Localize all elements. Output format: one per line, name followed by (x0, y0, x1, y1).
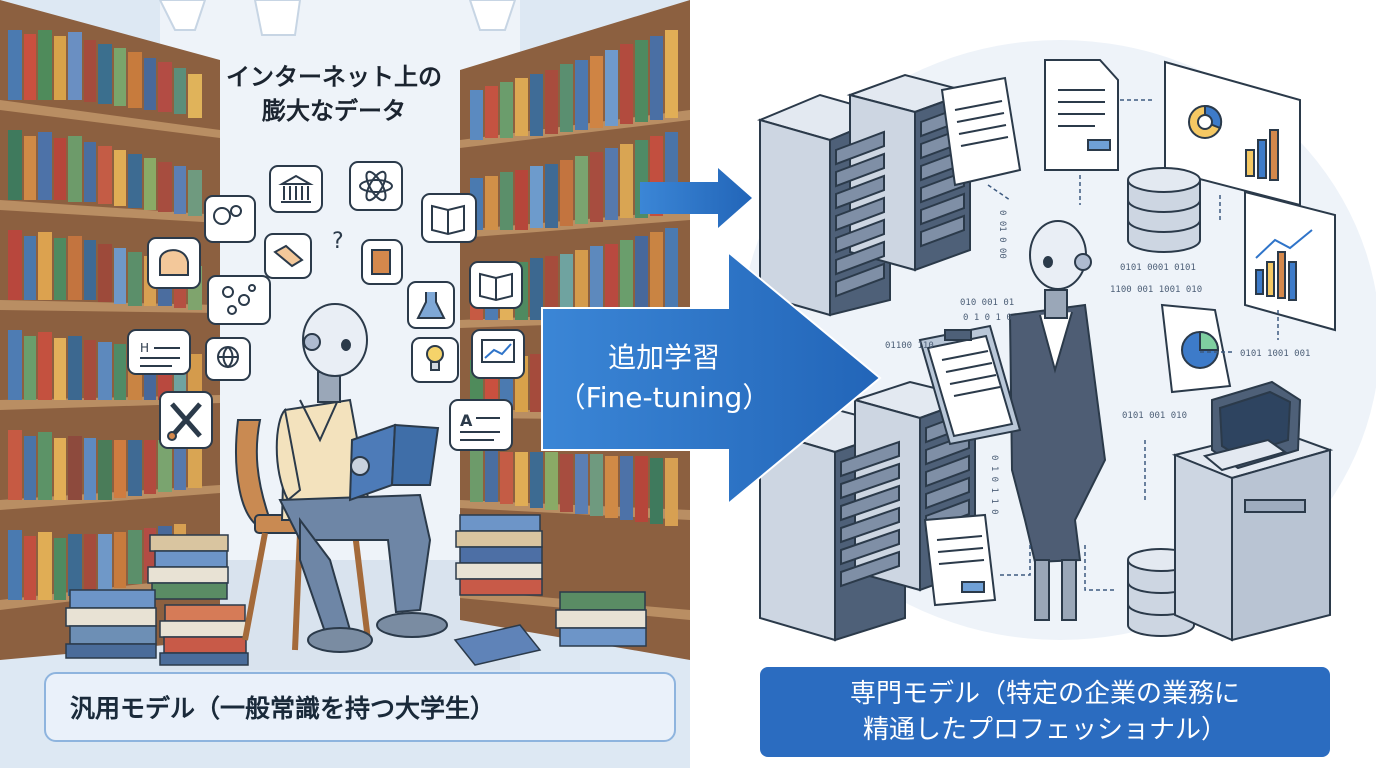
fine-tuning-label-ja: 追加学習 (607, 341, 720, 374)
bubble-lightbulb (411, 337, 459, 383)
binary-streams: 0 01 0 00 010 001 01 0 1 0 1 0 01100 110… (885, 210, 1310, 515)
binary-text-4: 01100 110 (885, 341, 934, 351)
pie-chart-icon (1160, 303, 1232, 394)
heading-internet-data: インターネット上の 膨大なデータ (164, 60, 504, 128)
bubble-book (421, 193, 477, 243)
bubble-gears (204, 195, 256, 243)
caption-specialized-line-2: 精通したプロフェッショナル） (862, 715, 1227, 745)
bubble-a-text: A (449, 399, 513, 451)
question-icon: ? (332, 229, 344, 254)
robot-student (275, 303, 448, 653)
open-book (348, 423, 440, 502)
document-icon (940, 76, 1022, 187)
bubble-tools (159, 391, 213, 449)
binary-text-6: 1100 001 1001 010 (1110, 285, 1202, 295)
small-arrow (640, 168, 752, 228)
bubble-molecule (207, 275, 271, 325)
fine-tuning-label: 追加学習 （Fine-tuning） (548, 338, 780, 418)
bubble-notebook (361, 239, 403, 285)
left-panel-library: H (0, 0, 690, 768)
robot-professional (1008, 220, 1107, 621)
bubble-globe (205, 337, 251, 381)
heading-line-2: 膨大なデータ (262, 97, 406, 125)
ceiling-lights (158, 0, 517, 36)
dashed-connectors (987, 99, 1279, 591)
fine-tuning-label-en: （Fine-tuning） (557, 381, 771, 414)
big-arrow (541, 249, 882, 507)
computer-terminal-icon (1171, 380, 1334, 642)
bubble-a-letter: A (460, 411, 473, 430)
caption-specialized-line-1: 専門モデル（特定の企業の業務に (849, 679, 1240, 709)
bubble-brain (147, 237, 201, 289)
bubble-atom (349, 161, 403, 211)
binary-text-1: 0 01 0 00 (997, 210, 1007, 259)
bubble-flask (407, 281, 455, 329)
binary-text-7: 0101 001 010 (1122, 411, 1187, 421)
bubble-open-book (469, 261, 523, 309)
caption-specialized-model: 専門モデル（特定の企業の業務に 精通したプロフェッショナル） (760, 667, 1330, 757)
bubble-h-letter: H (140, 341, 149, 355)
clipboard (918, 324, 1022, 446)
binary-text-8: 0101 1001 001 (1240, 349, 1310, 359)
binary-text-3: 0 1 0 1 0 (963, 313, 1012, 323)
fine-tuning-arrows (541, 168, 882, 507)
bubble-chart (471, 329, 525, 379)
dashboard-icon (1164, 60, 1336, 332)
caption-general-model: 汎用モデル（一般常識を持つ大学生） (44, 672, 676, 742)
binary-text-9: 0 1 0 1 1 0 (989, 455, 999, 515)
binary-text-5: 0101 0001 0101 (1120, 263, 1196, 273)
documents (923, 59, 1119, 607)
book-stacks-floor (65, 514, 647, 666)
bubble-hands (264, 233, 312, 279)
server-racks-bottom (756, 380, 979, 642)
server-racks-top (756, 73, 974, 317)
bubble-museum (269, 165, 323, 213)
binary-text-2: 010 001 01 (960, 298, 1014, 308)
heading-line-1: インターネット上の (226, 63, 442, 91)
speech-bubbles: H (127, 161, 525, 451)
right-panel-enterprise: 0 01 0 00 010 001 01 0 1 0 1 0 01100 110… (690, 0, 1376, 768)
bubble-h-text: H (127, 329, 191, 375)
